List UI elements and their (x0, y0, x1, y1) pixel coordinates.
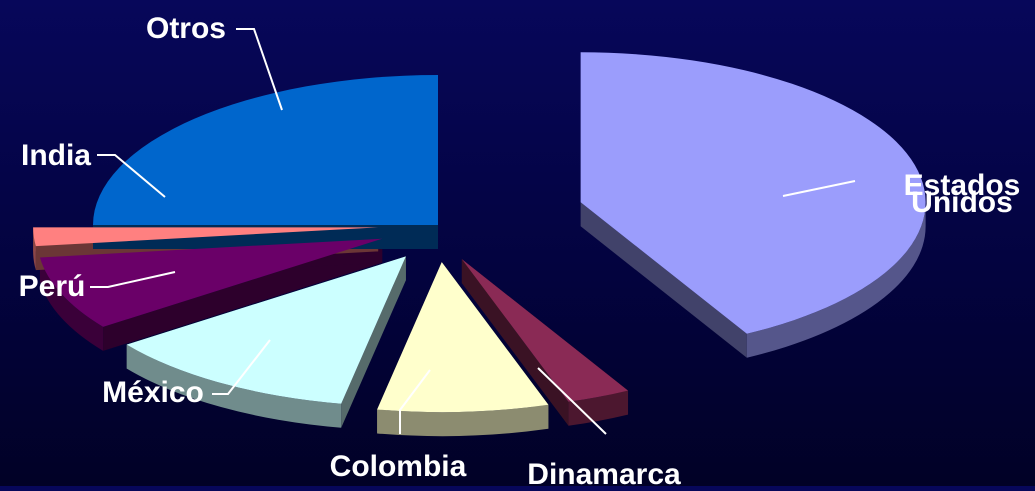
leader-line-india (97, 154, 166, 198)
leader-line-dinamarca (537, 367, 607, 435)
slice-label-estados-unidos-line-1: Estados (904, 169, 1021, 202)
leader-line-mexico (212, 339, 271, 395)
pie-slice-side-estados-unidos (746, 202, 926, 358)
pie-slice-tops (33, 52, 926, 413)
pie-slice-side-india (33, 227, 36, 271)
pie-slice-edge-peru-start (103, 238, 383, 351)
slice-label-otros: Otros (146, 12, 226, 45)
leader-line-peru (90, 271, 176, 288)
pie-slice-dinamarca (461, 259, 629, 402)
leader-lines (90, 28, 856, 435)
pie-slice-mexico (126, 256, 406, 404)
leader-line-colombia (399, 369, 431, 434)
leader-line-otros (236, 28, 283, 111)
pie-slice-side-colombia (377, 404, 549, 437)
pie-slice-side-mexico (126, 344, 342, 428)
pie-slice-otros (93, 75, 438, 225)
pie-slice-peru (39, 238, 383, 327)
slice-label-peru: Perú (19, 270, 86, 303)
slice-label-dinamarca: Dinamarca (527, 458, 681, 486)
leader-line-estados-unidos (782, 180, 856, 197)
slice-label-india: India (21, 139, 91, 172)
pie-slice-india (33, 227, 379, 247)
pie-slice-edge-mexico-start (341, 256, 406, 428)
slice-label-mexico: México (102, 376, 204, 409)
pie-slice-colombia (377, 262, 549, 413)
slice-label-colombia: Colombia (330, 450, 467, 483)
pie-slice-side-dinamarca (568, 390, 629, 426)
slice-label-estados-unidos-line-2: Unidos (911, 186, 1013, 219)
pie-slice-edge-estados-unidos-end (580, 202, 747, 358)
pie-slice-estados-unidos (580, 52, 926, 334)
pie-slice-side-peru (39, 257, 104, 351)
pie-slice-edge-dinamarca-end (461, 259, 569, 426)
